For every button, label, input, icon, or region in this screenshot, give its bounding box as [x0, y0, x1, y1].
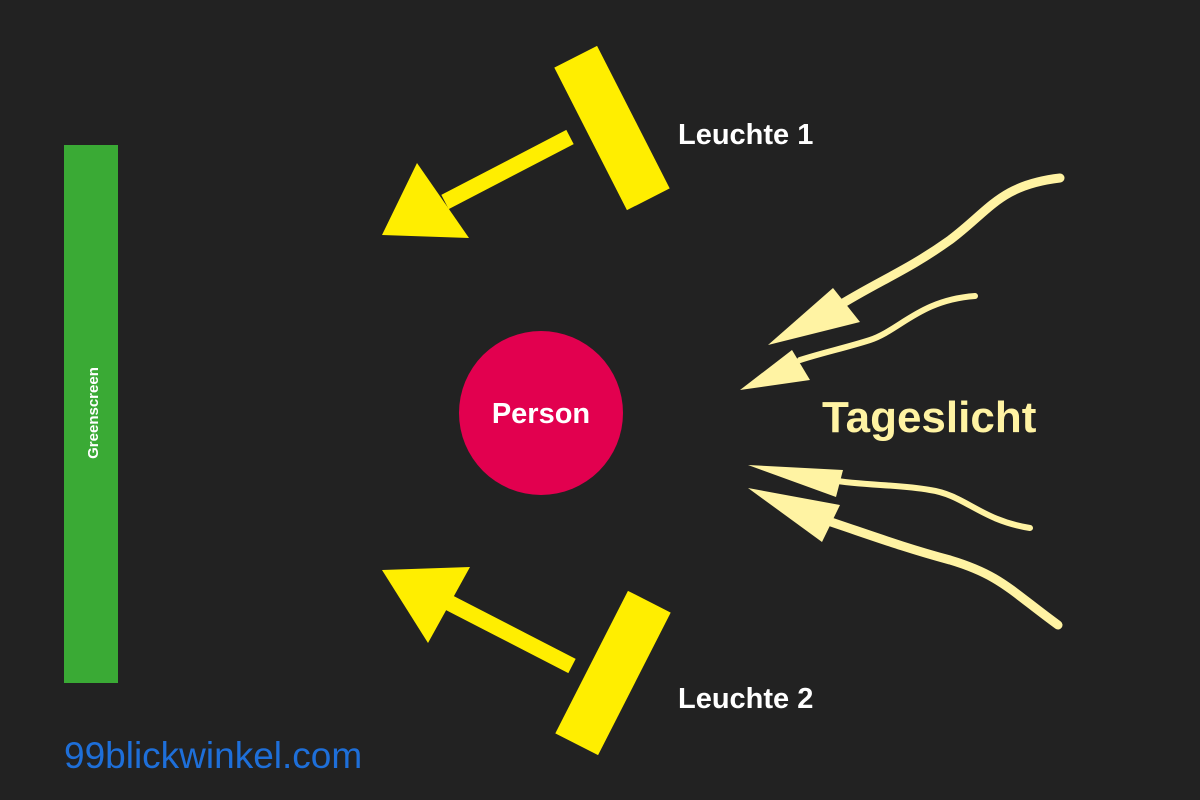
leuchte-1-arrow-shaft — [441, 129, 574, 210]
tageslicht-arrowhead-4 — [748, 488, 840, 542]
tageslicht-arrowhead-3 — [748, 465, 843, 497]
leuchte-2-group: Leuchte 2 — [382, 567, 813, 756]
greenscreen-panel — [64, 145, 118, 683]
leuchte-2-arrow-shaft — [436, 590, 576, 674]
tageslicht-arrowhead-2 — [740, 350, 810, 390]
leuchte-1-arrow-head — [382, 163, 469, 238]
tageslicht-ray-3 — [827, 477, 1033, 531]
watermark-text: 99blickwinkel.com — [64, 735, 362, 776]
leuchte-2-arrow-head — [382, 567, 470, 643]
person-label: Person — [492, 398, 590, 430]
tageslicht-ray-1 — [830, 173, 1065, 313]
tageslicht-rays — [797, 173, 1065, 630]
leuchte-1-group: Leuchte 1 — [382, 45, 813, 238]
tageslicht-arrowheads — [740, 288, 860, 542]
leuchte-1-panel — [554, 45, 670, 211]
tageslicht-ray-2 — [797, 293, 978, 363]
leuchte-2-label: Leuchte 2 — [678, 683, 813, 715]
greenscreen-label: Greenscreen — [85, 367, 102, 459]
leuchte-2-panel — [555, 590, 671, 756]
leuchte-1-label: Leuchte 1 — [678, 119, 813, 151]
person-circle — [459, 331, 623, 495]
tageslicht-arrowhead-1 — [768, 288, 860, 345]
tageslicht-ray-4 — [820, 515, 1063, 630]
tageslicht-label: Tageslicht — [822, 393, 1037, 442]
